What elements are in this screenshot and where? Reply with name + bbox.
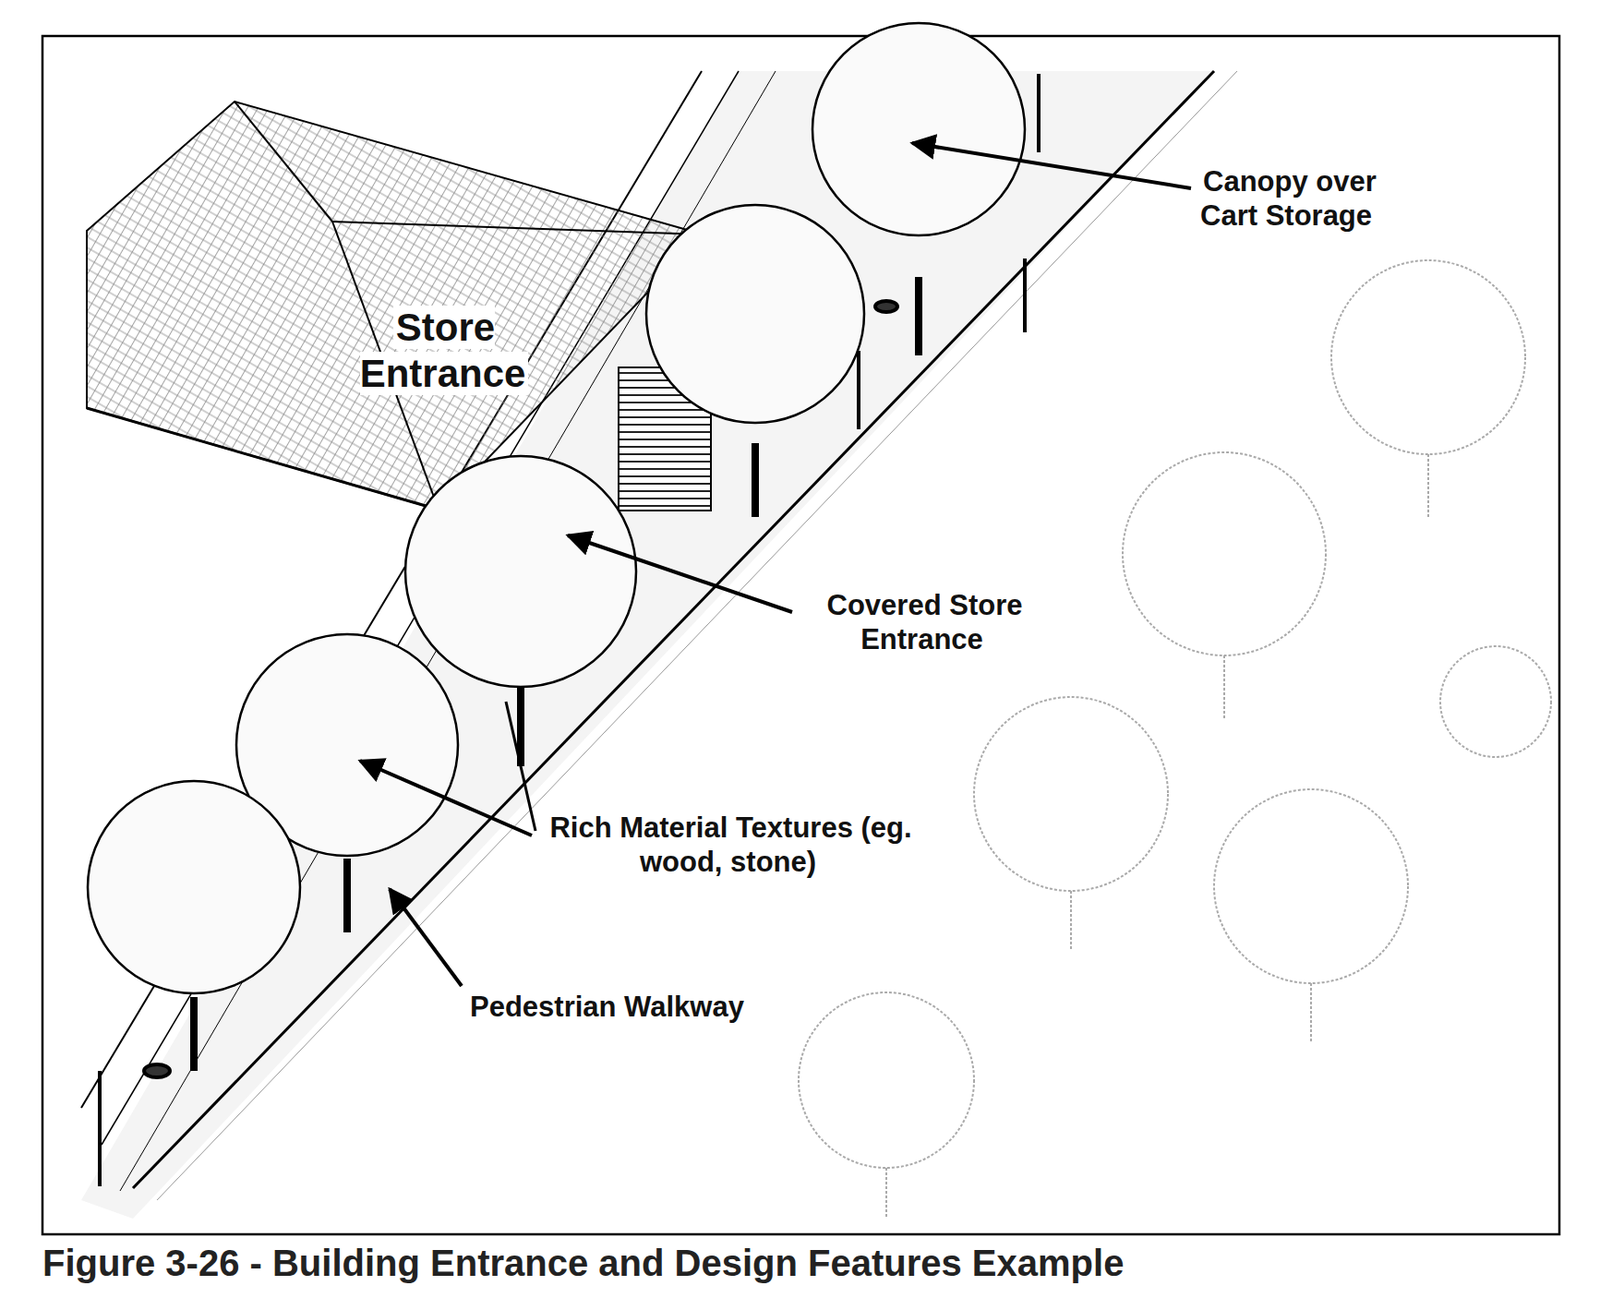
faded-trees bbox=[798, 260, 1552, 1219]
hip-roof bbox=[86, 101, 704, 510]
label-text: Pedestrian Walkway bbox=[467, 990, 747, 1023]
label-text: Covered Store Entrance bbox=[824, 589, 1023, 656]
leader-arrows bbox=[360, 143, 1191, 987]
callout-label: Canopy over Cart Storage bbox=[1200, 164, 1422, 233]
label-text: Canopy over Cart Storage bbox=[1200, 165, 1377, 232]
callout-label: Covered Store Entrance bbox=[793, 588, 1053, 657]
label-text: Rich Material Textures (eg. wood, stone) bbox=[546, 811, 912, 879]
street-trees bbox=[87, 23, 1025, 1071]
callout-label: Rich Material Textures (eg. wood, stone) bbox=[535, 810, 924, 879]
light-poles bbox=[99, 73, 1039, 1187]
callout-label: Pedestrian Walkway bbox=[467, 989, 819, 1024]
label-text: Store Entrance bbox=[360, 305, 530, 396]
building-facade bbox=[81, 71, 1238, 1219]
roof-label: Store Entrance bbox=[351, 304, 537, 398]
figure-caption: Figure 3-26 - Building Entrance and Desi… bbox=[42, 1242, 1124, 1285]
frame bbox=[42, 36, 1560, 1235]
